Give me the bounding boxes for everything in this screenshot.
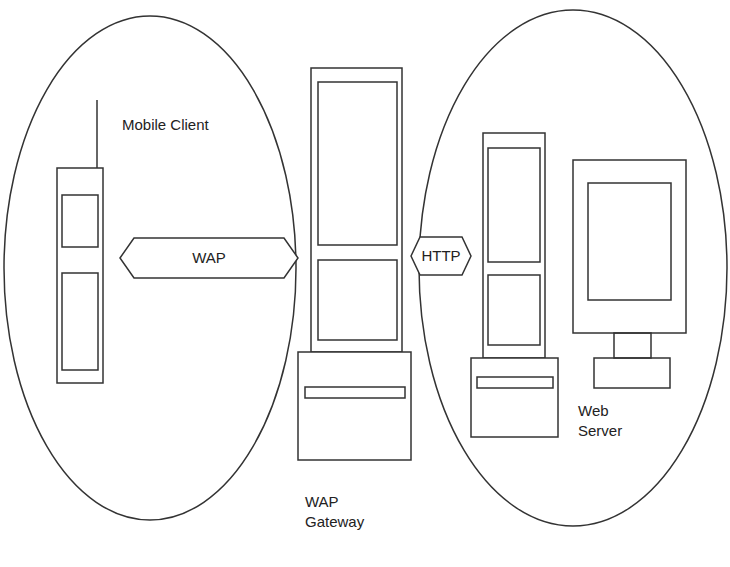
gateway-node: WAP Gateway — [298, 68, 411, 460]
device-label: WAP Gateway — [305, 492, 377, 533]
protocol-arrow — [120, 238, 298, 278]
protocol-label-box: HTTP — [419, 246, 462, 266]
protocol-label: HTTP — [419, 247, 462, 264]
protocol-label-box: WAP — [190, 248, 228, 268]
server-computer — [471, 133, 558, 437]
web-server-node: Web Server — [471, 133, 686, 468]
device-label: Mobile Client — [122, 115, 168, 135]
device-label: Web Server — [578, 401, 642, 442]
mobile-client: Mobile Client — [57, 168, 103, 383]
gateway-computer — [298, 68, 411, 460]
protocol-arrow — [411, 237, 471, 275]
mobile-phone — [57, 100, 103, 383]
protocol-label: WAP — [190, 249, 228, 266]
monitor — [573, 160, 686, 388]
